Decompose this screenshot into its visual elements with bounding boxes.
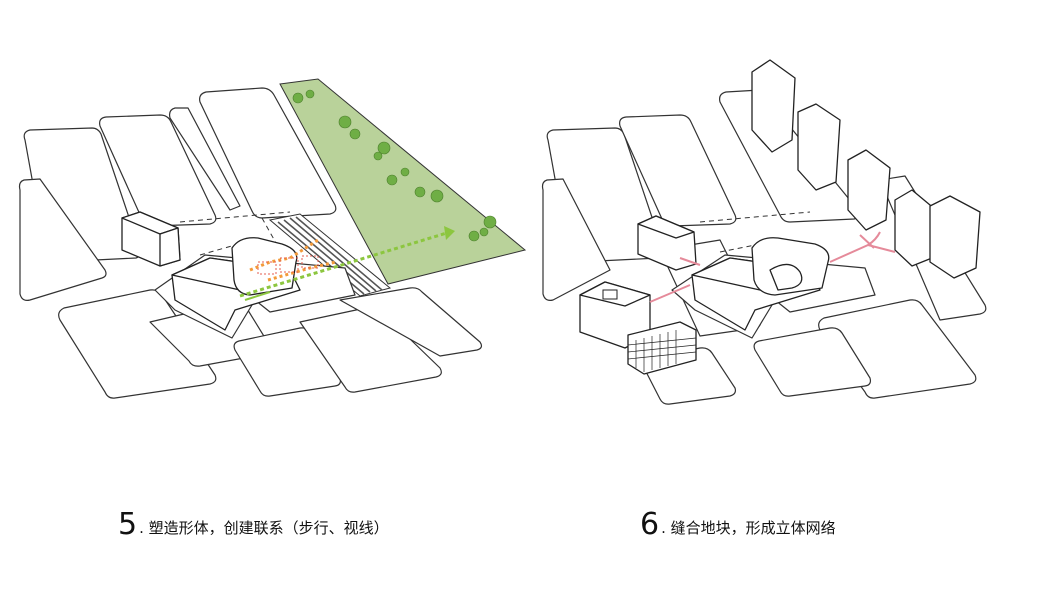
panel-6-diagram: [541, 59, 987, 405]
dashed-boundary: [719, 244, 756, 253]
sightline-arrow: [244, 291, 271, 301]
curved-tower: [231, 237, 298, 296]
caption-step-6: 6 . 缝合地块，形成立体网络: [640, 500, 836, 540]
caption-text: . 缝合地块，形成立体网络: [661, 519, 836, 537]
courtyard: [602, 289, 618, 300]
block-outline: [18, 178, 107, 301]
dashed-boundary: [179, 211, 291, 223]
dashed-boundary: [199, 244, 236, 256]
sightline-arrowhead: [444, 226, 455, 240]
tower: [929, 195, 981, 279]
park-strip: [279, 78, 527, 285]
grid-building: [627, 321, 697, 375]
block-outline: [541, 178, 611, 301]
walkway-dashes: [257, 255, 319, 275]
panel-5-diagram: [18, 78, 527, 399]
tree-group: [292, 89, 497, 242]
caption-number: 6: [640, 507, 660, 542]
block-outline: [58, 289, 217, 399]
caption-text: . 塑造形体，创建联系（步行、视线）: [139, 519, 389, 537]
block-outline: [339, 287, 483, 357]
tower: [797, 103, 841, 191]
block-outline: [753, 327, 872, 397]
tower: [847, 149, 891, 231]
dashed-boundary: [699, 211, 811, 223]
tower: [751, 59, 796, 153]
block-outline: [199, 87, 337, 219]
curved-tower-loop: [769, 263, 803, 291]
small-building-top: [637, 215, 695, 239]
small-building-side: [159, 227, 181, 267]
caption-number: 5: [118, 507, 138, 542]
caption-step-5: 5 . 塑造形体，创建联系（步行、视线）: [118, 500, 389, 540]
sightline-arrow: [239, 230, 451, 298]
grid-building-facade: [627, 330, 697, 372]
block-outline: [168, 107, 241, 211]
bridge-connections: [649, 231, 896, 303]
